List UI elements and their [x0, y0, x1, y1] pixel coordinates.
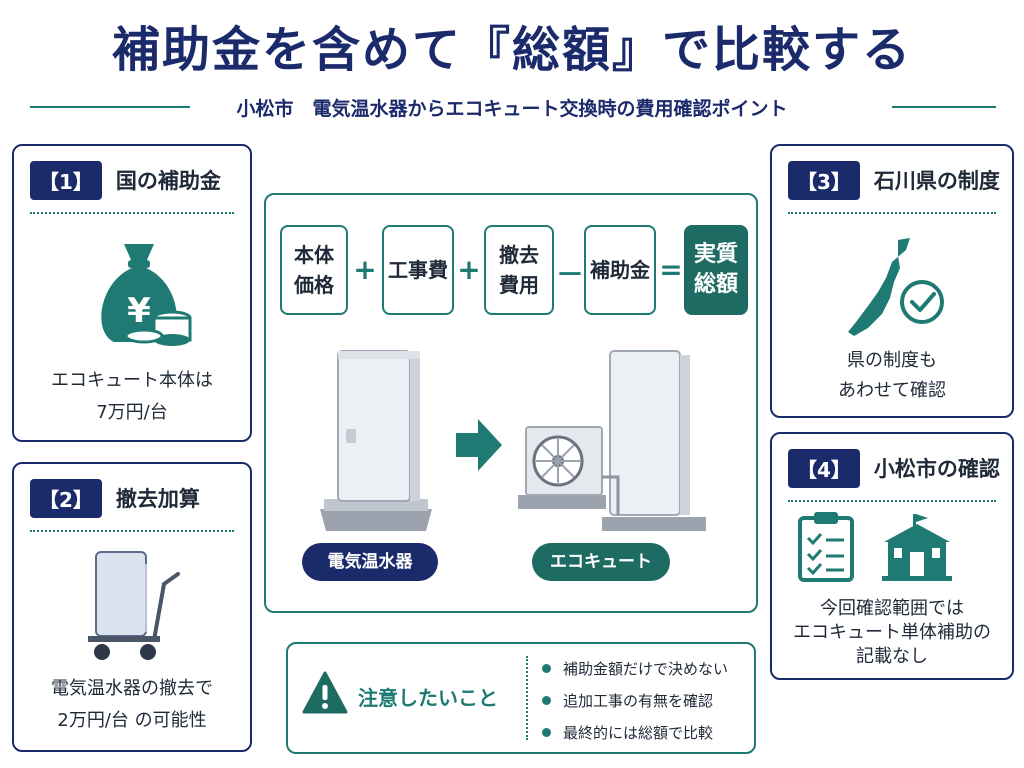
cost-formula-panel: 本体 価格 + 工事費 + 撤去 費用 － 補助金 = 実質 総額 電気温水器 …: [264, 193, 758, 613]
formula-removal: 撤去 費用: [484, 225, 554, 315]
card-title: 小松市の確認: [873, 457, 1000, 481]
arrow-right-icon: [456, 419, 502, 471]
caution-item: 追加工事の有無を確認: [542, 690, 713, 711]
card-header: 【4】 小松市の確認: [788, 448, 1002, 488]
card-text-line3: 記載なし: [856, 646, 928, 667]
card-national-subsidy: 【1】 国の補助金 ¥ エコキュート本体は 7万円/台: [12, 144, 252, 442]
card-badge: 【3】: [788, 160, 860, 200]
card-header: 【2】 撤去加算: [30, 478, 240, 518]
card-badge: 【2】: [30, 478, 102, 518]
subtitle-rule-right: [892, 106, 996, 108]
eco-cute-illustration: [518, 350, 706, 531]
formula-equals: =: [659, 253, 683, 286]
money-bag-yen-icon: ¥: [101, 244, 192, 346]
card-text-line2: エコキュート単体補助の: [793, 622, 991, 643]
subtitle-row: 小松市 電気温水器からエコキュート交換時の費用確認ポイント: [0, 92, 1024, 122]
formula-result: 実質 総額: [684, 225, 748, 315]
card-badge: 【4】: [788, 448, 860, 488]
page-title: 補助金を含めて『総額』で比較する: [111, 22, 912, 78]
card-badge: 【1】: [30, 160, 102, 200]
formula-body-price: 本体 価格: [280, 225, 348, 315]
formula-minus: －: [556, 258, 585, 291]
card-removal-bonus: 【2】 撤去加算 電気温水器の撤去で 2万円/台 の可能性: [12, 462, 252, 752]
card-komatsu-check: 【4】 小松市の確認 今回確認範囲では エコキュート単体補助の 記載なし: [770, 432, 1014, 680]
caution-item: 最終的には総額で比較: [542, 722, 713, 743]
caution-divider: [526, 656, 528, 740]
card-ishikawa-system: 【3】 石川県の制度 県の制度も あわせて確認: [770, 144, 1014, 418]
formula-construction: 工事費: [382, 225, 454, 315]
dotted-divider: [30, 530, 234, 532]
dotted-divider: [788, 500, 996, 502]
card-text-line1: エコキュート本体は: [51, 370, 213, 391]
subtitle-rule-left: [30, 106, 190, 108]
checklist-icon: [798, 512, 854, 582]
electric-water-heater-illustration: [320, 350, 432, 531]
city-hall-icon: [882, 514, 952, 581]
dotted-divider: [788, 212, 996, 214]
card-text-line2: 7万円/台: [96, 402, 168, 423]
card-text-line1: 県の制度も: [847, 350, 937, 371]
label-eco-cute: エコキュート: [532, 543, 670, 581]
card-text-line1: 電気温水器の撤去で: [51, 678, 213, 699]
label-electric-water-heater: 電気温水器: [302, 543, 438, 581]
formula-plus-1: +: [353, 253, 377, 286]
formula-plus-2: +: [457, 253, 481, 286]
dotted-divider: [30, 212, 234, 214]
subtitle: 小松市 電気温水器からエコキュート交換時の費用確認ポイント: [236, 98, 788, 120]
svg-text:¥: ¥: [127, 291, 151, 331]
card-header: 【3】 石川県の制度: [788, 160, 1002, 200]
card-text-line2: 2万円/台 の可能性: [57, 710, 207, 731]
card-text-line2: あわせて確認: [838, 380, 946, 401]
card-header: 【1】 国の補助金: [30, 160, 240, 200]
caution-title: 注意したいこと: [358, 686, 498, 710]
caution-panel: 注意したいこと 補助金額だけで決めない 追加工事の有無を確認 最終的には総額で比…: [286, 642, 756, 754]
ishikawa-map-check-icon: [848, 238, 944, 336]
caution-item: 補助金額だけで決めない: [542, 658, 728, 679]
card-title: 石川県の制度: [873, 169, 1000, 193]
card-title: 国の補助金: [115, 169, 221, 193]
formula-subsidy: 補助金: [584, 225, 656, 315]
card-title: 撤去加算: [115, 487, 200, 511]
water-heater-cart-icon: [88, 551, 180, 660]
warning-icon: [302, 671, 348, 714]
card-text-line1: 今回確認範囲では: [820, 598, 964, 619]
